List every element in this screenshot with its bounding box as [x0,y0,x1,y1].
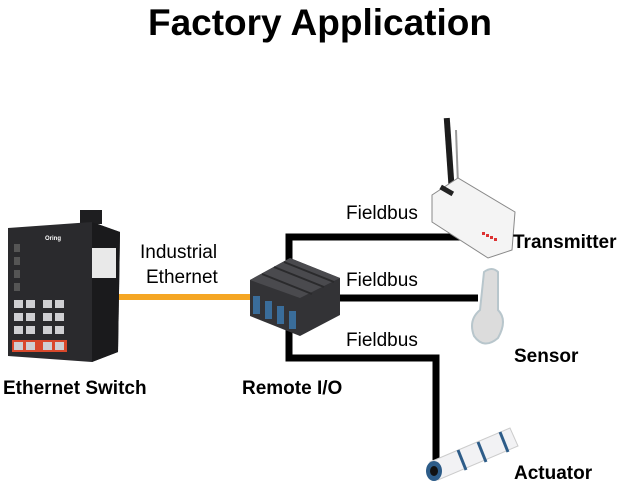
fieldbus-line-transmitter [285,233,470,268]
diagram-title: Factory Application [147,2,492,43]
transmitter-device [431,117,516,259]
ethernet-label-line2: Ethernet [146,267,218,288]
actuator-device [426,427,519,481]
actuator-label: Actuator [514,463,593,484]
fieldbus-label-mid: Fieldbus [346,270,418,291]
sensor-label: Sensor [514,346,579,367]
remote-io-device [250,258,340,336]
ethernet-switch-device: Oring [8,210,120,362]
transmitter-label: Transmitter [513,232,617,253]
fieldbus-label-top: Fieldbus [346,203,418,224]
ethernet-label-line1: Industrial [140,242,218,263]
remote-io-label: Remote I/O [242,378,343,399]
sensor-device [471,268,504,345]
fieldbus-line-actuator [285,325,440,460]
switch-brand: Oring [45,236,61,242]
ethernet-switch-label: Ethernet Switch [3,378,147,399]
fieldbus-label-bottom: Fieldbus [346,330,418,351]
